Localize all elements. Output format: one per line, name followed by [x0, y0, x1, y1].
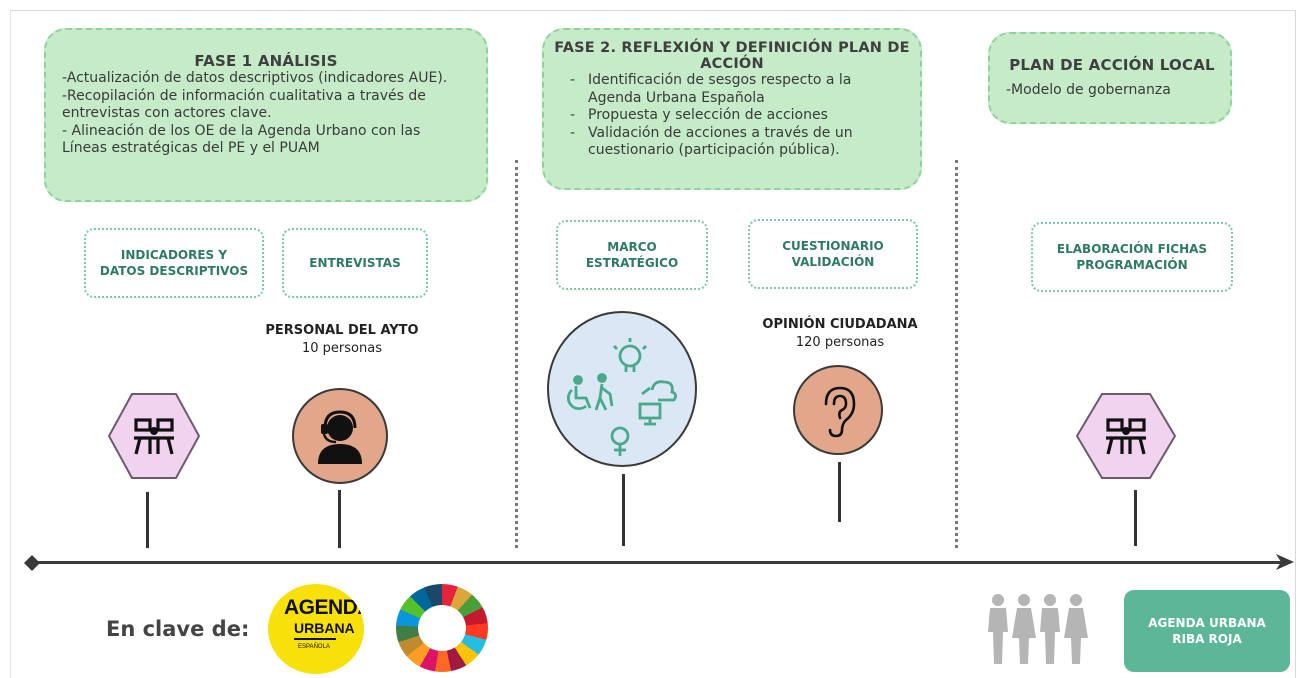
stem [146, 492, 149, 548]
phase-3-box: PLAN DE ACCIÓN LOCAL -Modelo de gobernan… [988, 32, 1232, 124]
footer-label: En clave de: [106, 617, 250, 641]
phase-3-line: -Modelo de gobernanza [1006, 82, 1171, 98]
inclusion-diversity-circle [546, 310, 698, 468]
phase-3-title: PLAN DE ACCIÓN LOCAL [1009, 56, 1215, 74]
workgroup-icon [134, 418, 174, 455]
stem [838, 462, 841, 522]
phase-1-line: - Alineación de los OE de la Agenda Urba… [62, 122, 421, 139]
phase-2-box: FASE 2. REFLEXIÓN Y DEFINICIÓN PLAN DE A… [542, 28, 922, 190]
axis-start-diamond [24, 555, 40, 571]
tag-entrevistas: ENTREVISTAS [282, 228, 428, 298]
workgroup-hexagon [106, 388, 202, 484]
phase-1-line: Líneas estratégicas del PE y el PUAM [62, 140, 320, 156]
phase-separator [515, 160, 518, 548]
phase-2-bullet: Propuesta y selección de acciones [552, 107, 912, 125]
phase-2-title: FASE 2. REFLEXIÓN Y DEFINICIÓN PLAN DE [554, 40, 910, 56]
headset-operator-circle [290, 386, 390, 486]
caption-personal-ayto: PERSONAL DEL AYTO 10 personas [265, 323, 419, 356]
phase-2-bullet: Identificación de sesgos respecto a laAg… [552, 72, 912, 107]
phase-1-title: FASE 1 ANÁLISIS [194, 52, 338, 70]
people-group-icon [988, 594, 1088, 664]
stem [1134, 490, 1137, 546]
caption-opinion-ciudadana: OPINIÓN CIUDADANA 120 personas [762, 317, 918, 350]
stem [338, 490, 341, 548]
agenda-urbana-logo: AGENDA URBANA ESPAÑOLA [268, 584, 364, 674]
phase-1-line: entrevistas con actores clave. [62, 105, 272, 121]
stem [622, 474, 625, 546]
ear-icon [824, 386, 856, 438]
workgroup-hexagon [1074, 388, 1178, 484]
workgroup-icon [1106, 418, 1146, 455]
phase-1-line: -Recopilación de información cualitativa… [62, 87, 426, 104]
sdg-wheel-icon [396, 584, 488, 672]
axis-end-arrow [1276, 554, 1294, 570]
inclusion-diversity-icon [567, 338, 677, 456]
ear-circle [792, 364, 884, 456]
diagram-frame [10, 10, 1296, 678]
phase-1-line: -Actualización de datos descriptivos (in… [62, 70, 448, 86]
headset-operator-icon [318, 410, 362, 464]
phase-separator [955, 160, 958, 548]
phase-2-bullet: Validación de acciones a través de uncue… [552, 125, 912, 160]
phase-2-title: ACCIÓN [700, 56, 764, 72]
phase-1-box: FASE 1 ANÁLISIS -Actualización de datos … [44, 28, 488, 202]
timeline-axis [32, 561, 1284, 564]
